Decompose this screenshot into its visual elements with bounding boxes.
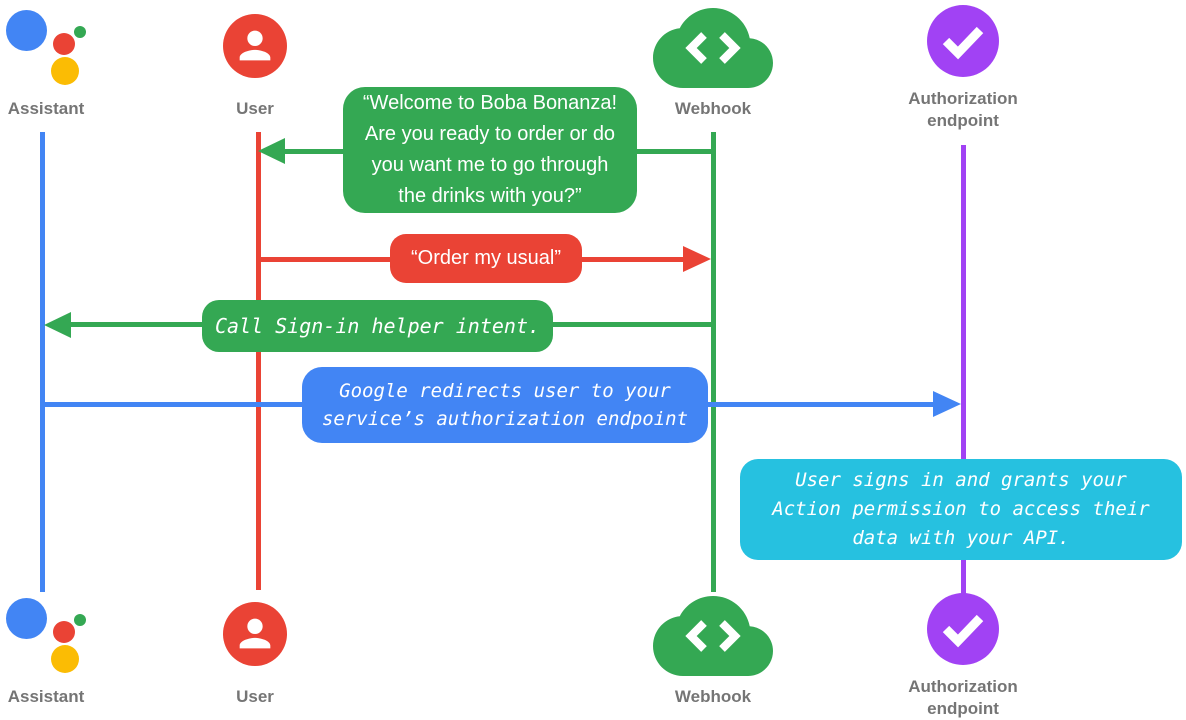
authorization-endpoint-label: Authorization endpoint — [908, 677, 1018, 718]
welcome-line: the drinks with you?” — [398, 185, 582, 207]
redirect-arrowhead-right-icon — [933, 391, 961, 417]
authorization-endpoint-label: Authorization endpoint — [908, 89, 1018, 130]
assistant-label: Assistant — [7, 99, 85, 118]
assistant-red-dot — [53, 621, 75, 643]
code-bracket-right-icon — [719, 620, 741, 652]
grants-line: data with your API. — [852, 527, 1070, 549]
webhook-cloud-icon — [653, 596, 773, 676]
user-label: User — [236, 99, 274, 118]
webhook-lifeline — [711, 132, 716, 592]
code-bracket-left-icon — [685, 620, 707, 652]
assistant-green-dot — [74, 26, 86, 38]
user-icon — [223, 602, 287, 666]
user-lifeline — [256, 132, 261, 590]
assistant-blue-dot — [6, 598, 47, 639]
code-bracket-left-icon — [685, 32, 707, 64]
assistant-blue-dot — [6, 10, 47, 51]
webhook-label: Webhook — [674, 687, 752, 706]
assistant-yellow-dot — [51, 645, 79, 673]
checkmark-icon — [942, 614, 984, 648]
signin-text: Call Sign-in helper intent. — [214, 314, 541, 338]
welcome-line: “Welcome to Boba Bonanza! — [362, 92, 618, 114]
redirect-line: Google redirects user to your — [339, 380, 671, 402]
authorization-check-icon — [927, 593, 999, 665]
checkmark-icon — [942, 26, 984, 60]
grants-line: Action permission to access their — [772, 498, 1150, 520]
redirect-line: service’s authorization endpoint — [321, 408, 689, 430]
user-silhouette-icon — [239, 30, 271, 61]
order-text: “Order my usual” — [410, 247, 562, 269]
welcome-line: Are you ready to order or do — [364, 123, 616, 145]
order-arrowhead-right-icon — [683, 246, 711, 272]
authorization-endpoint-lifeline — [961, 145, 966, 595]
user-label: User — [236, 687, 274, 706]
signin-arrowhead-left-icon — [44, 312, 71, 338]
assistant-yellow-dot — [51, 57, 79, 85]
welcome-message-bubble: “Welcome to Boba Bonanza! Are you ready … — [343, 87, 637, 213]
user-silhouette-icon — [239, 618, 271, 649]
authorization-check-icon — [927, 5, 999, 77]
welcome-arrowhead-left-icon — [258, 138, 285, 164]
webhook-cloud-icon — [653, 8, 773, 88]
assistant-lifeline — [40, 132, 45, 592]
user-icon — [223, 14, 287, 78]
google-assistant-icon — [4, 8, 88, 86]
grants-line: User signs in and grants your — [795, 469, 1127, 491]
code-bracket-right-icon — [719, 32, 741, 64]
redirect-box: Google redirects user to your service’s … — [302, 367, 708, 443]
webhook-label: Webhook — [674, 99, 752, 118]
order-message-bubble: “Order my usual” — [390, 234, 582, 283]
user-grants-note-box: User signs in and grants your Action per… — [740, 459, 1182, 560]
assistant-red-dot — [53, 33, 75, 55]
signin-intent-box: Call Sign-in helper intent. — [202, 300, 553, 352]
assistant-label: Assistant — [7, 687, 85, 706]
assistant-green-dot — [74, 614, 86, 626]
google-assistant-icon — [4, 596, 88, 674]
welcome-line: you want me to go through — [371, 154, 609, 176]
